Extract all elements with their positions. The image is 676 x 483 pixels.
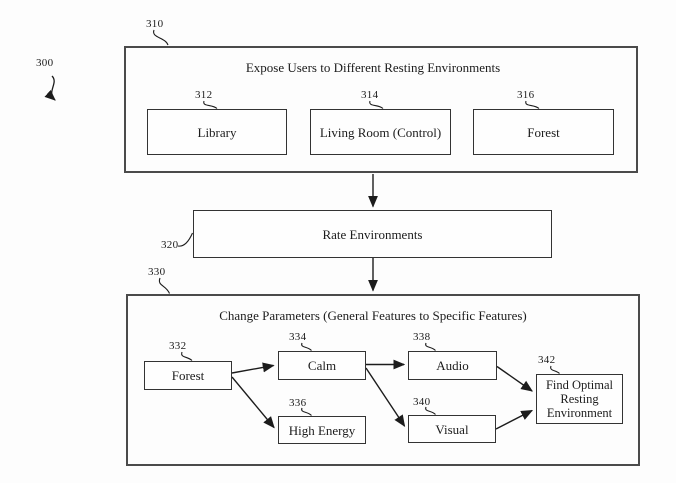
box-forest-environment: Forest [473,109,614,155]
stage-box-change-parameters [126,294,640,466]
ref-320: 320 [161,239,179,251]
box-audio: Audio [408,351,497,380]
ref-336: 336 [289,397,307,409]
box-living-room-control: Living Room (Control) [310,109,451,155]
stage-title-expose: Expose Users to Different Resting Enviro… [245,60,501,75]
ref-314: 314 [361,89,379,101]
figure-label: 300 [36,57,54,69]
leader-330 [158,277,171,294]
box-forest-parameter: Forest [144,361,232,390]
ref-340: 340 [413,396,431,408]
leader-310 [153,29,169,46]
box-rate-environments: Rate Environments [193,210,552,258]
ref-310: 310 [146,18,164,30]
ref-332: 332 [169,340,187,352]
ref-334: 334 [289,331,307,343]
ref-312: 312 [195,89,213,101]
box-visual: Visual [408,415,496,443]
ref-342: 342 [538,354,556,366]
stage-box-expose [124,46,638,173]
ref-338: 338 [413,331,431,343]
ref-316: 316 [517,89,535,101]
box-find-optimal-resting-environment: Find Optimal Resting Environment [536,374,623,424]
figure-label-arrow [44,75,56,101]
box-library: Library [147,109,287,155]
ref-330: 330 [148,266,166,278]
stage-title-change-parameters: Change Parameters (General Features to S… [219,308,527,323]
box-calm: Calm [278,351,366,380]
box-high-energy: High Energy [278,416,366,444]
leader-320 [177,232,194,247]
